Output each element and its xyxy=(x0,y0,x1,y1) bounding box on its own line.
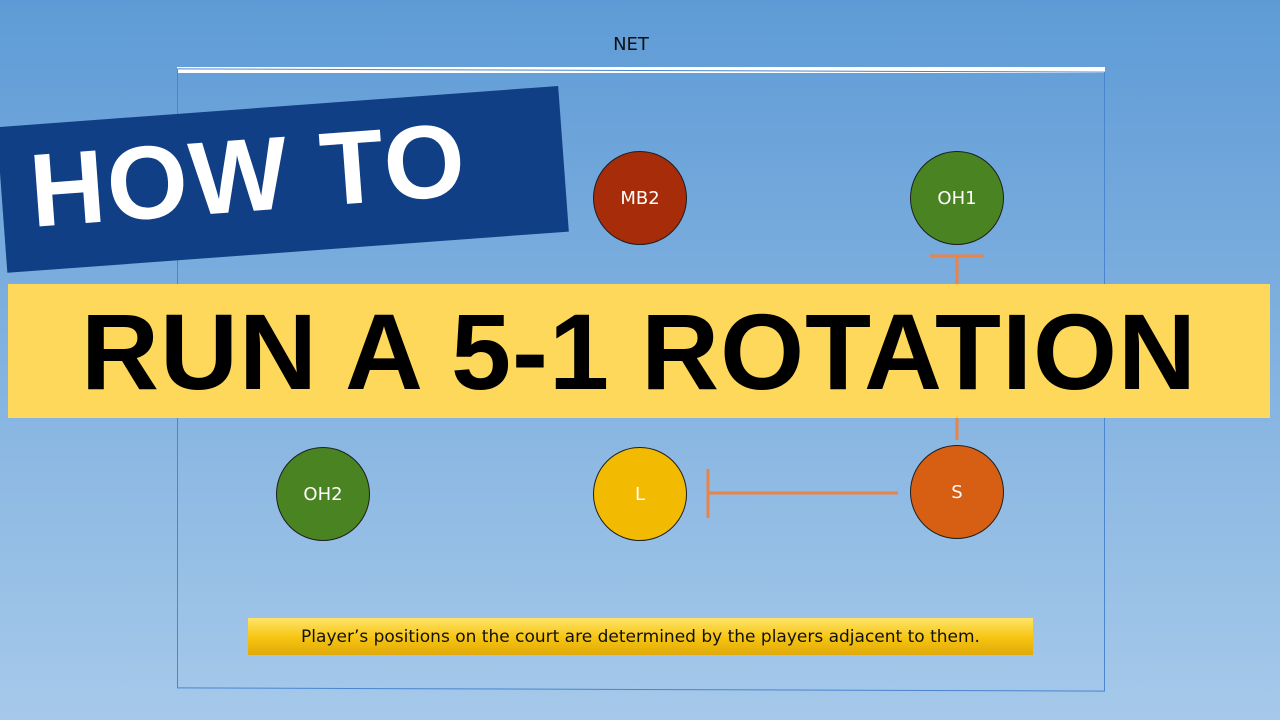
player-s-label: S xyxy=(951,481,963,503)
title-banner xyxy=(8,284,1270,418)
player-mb2: MB2 xyxy=(593,151,687,245)
player-oh1: OH1 xyxy=(910,151,1004,245)
player-oh1-label: OH1 xyxy=(937,187,977,209)
title-run-rotation: RUN A 5-1 ROTATION xyxy=(81,290,1197,412)
player-l: L xyxy=(593,447,687,541)
player-oh2-label: OH2 xyxy=(303,483,343,505)
caption-note: Player’s positions on the court are dete… xyxy=(248,618,1033,655)
player-l-label: L xyxy=(634,483,646,505)
player-mb2-label: MB2 xyxy=(620,187,660,209)
net-label: NET xyxy=(613,34,649,55)
net-line xyxy=(177,67,1105,73)
player-oh2: OH2 xyxy=(276,447,370,541)
player-s: S xyxy=(910,445,1004,539)
caption-text: Player’s positions on the court are dete… xyxy=(301,626,980,647)
